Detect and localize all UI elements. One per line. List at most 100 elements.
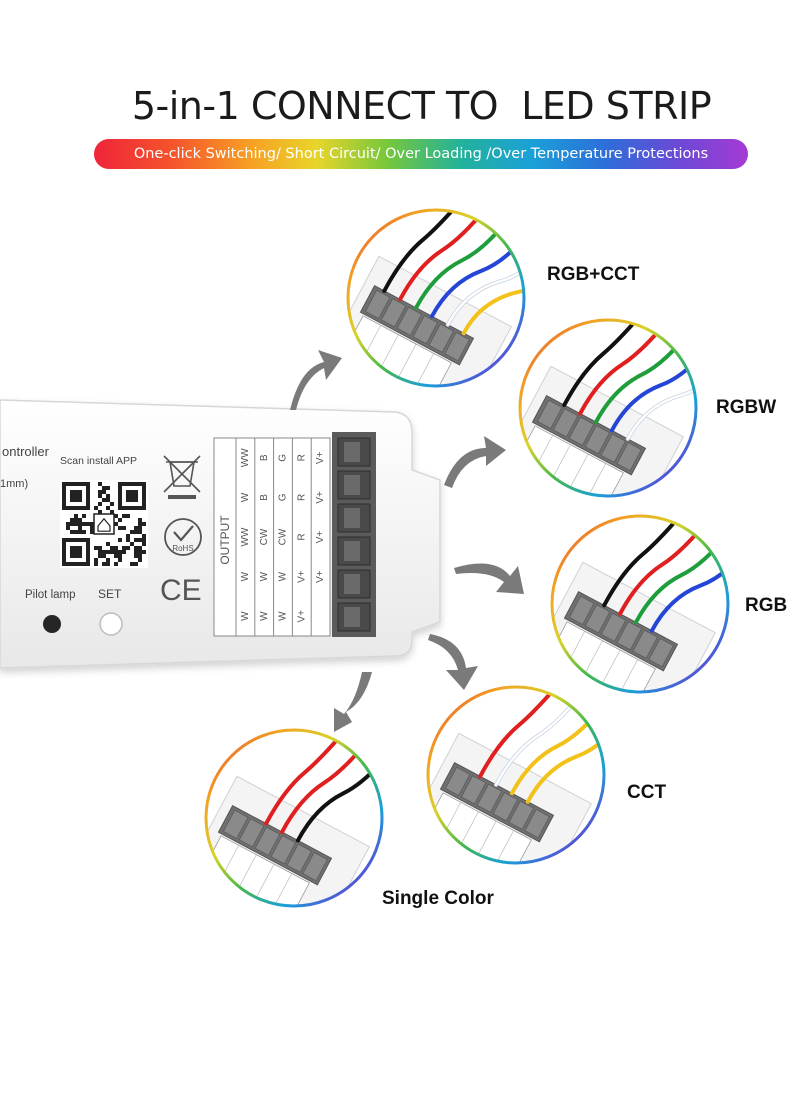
connector-lever [524, 808, 550, 839]
connector-lever [632, 629, 659, 659]
mode-label-rgbcct: RGB+CCT [547, 264, 640, 285]
terminal-slots [337, 437, 371, 632]
mode-label-rgb: RGB [745, 595, 788, 616]
controller-name-fragment: ontroller [2, 444, 50, 459]
output-terminal-table: OUTPUT WWWWWWWWWCWBBWWCWGGV+V+RRRV+V+V+V… [213, 437, 331, 637]
controller-size-fragment: 1mm) [0, 478, 28, 490]
terminal-table-cell: G [278, 493, 289, 501]
terminal-table-cell: R [296, 533, 307, 540]
protection-banner: One-click Switching/ Short Circuit/ Over… [94, 139, 748, 169]
terminal-table-cell: V+ [296, 570, 307, 583]
terminal-table-cell: V+ [315, 491, 326, 504]
connection-detail-single [204, 728, 384, 908]
set-button-label: SET [98, 587, 122, 601]
terminal-table-cell: R [296, 494, 307, 501]
connector-lever [584, 604, 611, 634]
connector-lever [222, 809, 249, 840]
connector-lever [302, 851, 328, 882]
terminal-latch [344, 541, 360, 561]
connector-lever [460, 775, 487, 805]
wire [295, 736, 382, 843]
connector-lever [444, 331, 470, 362]
qr-code [60, 480, 148, 568]
wire [525, 700, 604, 804]
terminal-latch [344, 574, 360, 594]
rohs-text: RoHS [172, 544, 193, 553]
connector-lever [616, 621, 643, 651]
connector-lever [428, 323, 455, 353]
wire [461, 237, 524, 336]
wire [649, 529, 728, 633]
rainbow-ring [204, 728, 384, 908]
wire [562, 320, 658, 408]
terminal-table-cell: B [259, 494, 270, 501]
connector-lever [568, 416, 595, 446]
terminal-table-cell: CW [259, 528, 270, 545]
connector-lever [536, 399, 563, 430]
terminal-latch [344, 508, 360, 528]
mode-label-single-color: Single Color [382, 888, 494, 909]
protection-banner-text: One-click Switching/ Short Circuit/ Over… [133, 146, 709, 162]
terminal-table-cell: W [278, 571, 289, 581]
connector-lever [254, 826, 281, 856]
terminal-table-cell: W [259, 611, 270, 621]
arrow-to-rgb [454, 563, 524, 594]
connector-lever [396, 306, 423, 336]
terminal-latch [344, 442, 360, 462]
terminal-table-cell: W [278, 611, 289, 621]
connector-lever [270, 835, 297, 865]
arrow-to-rgbcct [290, 350, 342, 410]
connector-lever [286, 843, 313, 873]
wire [609, 329, 696, 433]
connector-lever [552, 408, 579, 438]
rainbow-ring [550, 514, 730, 694]
pilot-lamp-label: Pilot lamp [25, 589, 76, 601]
rainbow-ring [346, 208, 526, 388]
terminal-table-cell: V+ [315, 451, 326, 464]
connector-lever [600, 612, 627, 642]
connection-detail-rgb [550, 514, 730, 694]
terminal-table-cell: W [240, 571, 251, 581]
terminal-latch [344, 607, 360, 627]
wire [382, 210, 478, 293]
terminal-table-cell: WW [240, 448, 251, 467]
connection-detail-cct [426, 685, 606, 865]
arrow-to-rgbw [444, 436, 506, 488]
connector-lever [600, 433, 627, 463]
terminal-table-cell: WW [240, 527, 251, 546]
set-button[interactable] [99, 612, 123, 636]
terminal-table-cell: W [240, 492, 251, 502]
connector-lever [364, 289, 391, 320]
scan-install-text: Scan install APP [60, 455, 137, 467]
mode-label-rgbw: RGBW [716, 397, 777, 418]
pilot-lamp-indicator [43, 615, 61, 633]
mode-label-cct: CCT [627, 782, 667, 803]
terminal-table-cell: V+ [296, 610, 307, 623]
terminal-table-cell: V+ [315, 531, 326, 544]
connector-lever [380, 298, 407, 328]
connector-lever [476, 783, 503, 813]
terminal-table-cell: W [259, 571, 270, 581]
terminal-table-cell: W [240, 611, 251, 621]
terminal-latch [344, 475, 360, 495]
arrow-to-single-color [334, 672, 372, 732]
connector-lever [492, 792, 519, 822]
terminal-table-cell: CW [278, 528, 289, 545]
connector-lever [238, 818, 265, 848]
terminal-table-cell: B [259, 454, 270, 461]
controller-device: ontroller 1mm) Scan install APP RoHS CE … [0, 399, 441, 669]
connector-lever [412, 315, 439, 345]
terminal-table-cell: R [296, 454, 307, 461]
connector-lever [616, 441, 642, 472]
rainbow-ring [518, 318, 698, 498]
output-label: OUTPUT [218, 515, 232, 565]
headline: 5-in-1 CONNECT TO LED STRIP [131, 84, 712, 128]
terminal-table-cell: V+ [315, 570, 326, 583]
arrow-to-cct [428, 634, 478, 690]
connection-detail-rgbcct [346, 208, 526, 388]
connector-lever [508, 800, 535, 830]
connector-lever [444, 766, 471, 797]
weee-bin-icon [163, 455, 201, 499]
ce-mark: CE [160, 574, 202, 607]
